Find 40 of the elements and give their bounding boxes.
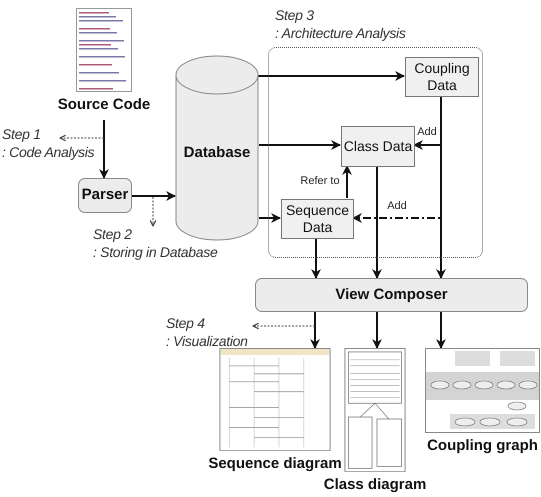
- step-label: Step 1: [2, 126, 42, 144]
- database-label: Database: [184, 144, 250, 162]
- dashed-arrow: [59, 134, 104, 142]
- arrow: [436, 312, 446, 349]
- arrow: [259, 213, 281, 223]
- edge-label: Refer to: [299, 176, 341, 187]
- image-caption: Sequence diagram: [208, 455, 342, 474]
- arrow: [132, 191, 176, 201]
- process-box: [255, 278, 528, 312]
- arrow: [259, 140, 341, 150]
- data-box: [341, 126, 415, 167]
- step-label: Step 2: [93, 226, 133, 244]
- step-label: : Visualization: [166, 332, 249, 350]
- process-box: [78, 178, 132, 213]
- dashed-arrow: [150, 196, 156, 227]
- data-label: Sequence Data: [284, 202, 350, 236]
- arrow: [436, 96, 446, 279]
- image-caption: Source Code: [58, 96, 150, 115]
- arrow: [257, 71, 405, 81]
- edge-label: Add: [386, 201, 408, 212]
- arrow: [372, 312, 382, 349]
- arrow: [311, 238, 321, 279]
- step-label: : Code Analysis: [2, 144, 96, 161]
- arrow: [372, 166, 382, 279]
- edge-label: Add: [416, 127, 438, 138]
- image-caption: Coupling graph: [427, 437, 538, 456]
- data-label: Coupling Data: [413, 60, 471, 94]
- data-box: [405, 57, 479, 97]
- process-label: Parser: [82, 186, 128, 205]
- step-label: : Architecture Analysis: [275, 24, 406, 42]
- dashed-arrow: [252, 322, 316, 330]
- data-label: Class Data: [344, 138, 412, 156]
- step-label: Step 3: [275, 7, 315, 24]
- step-label: Step 4: [166, 315, 206, 332]
- image-caption: Class diagram: [324, 476, 426, 495]
- arrow: [310, 312, 320, 349]
- arrow: [99, 120, 109, 179]
- process-label: View Composer: [335, 286, 448, 304]
- arrow: [342, 165, 352, 198]
- step-label: : Storing in Database: [93, 244, 218, 261]
